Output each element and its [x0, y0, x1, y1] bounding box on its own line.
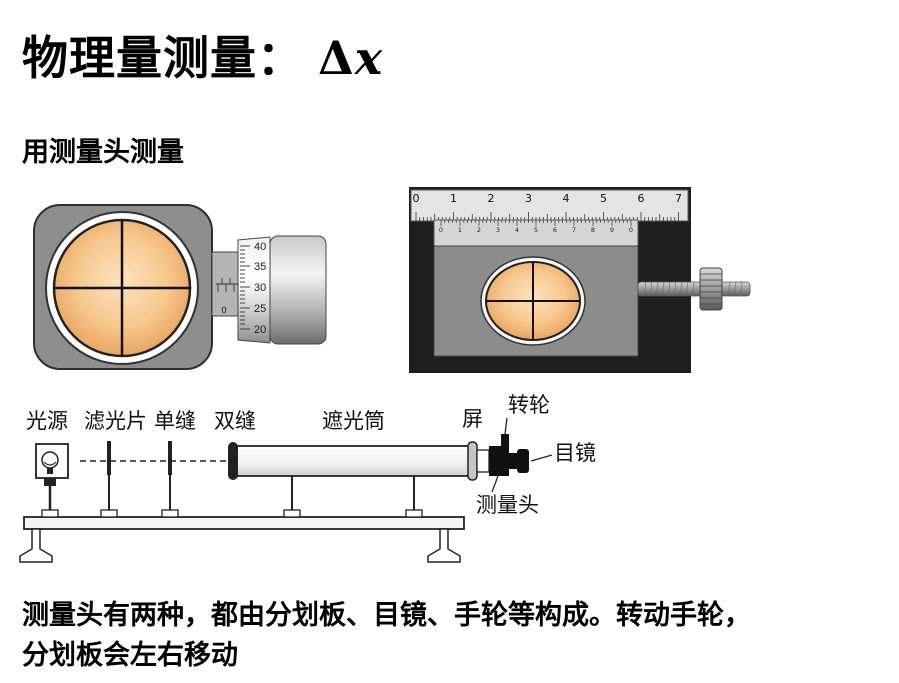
micrometer-scale-label: 20 — [254, 324, 266, 336]
vernier-head: 0 1 2 3 4 5 6 7 0 1 2 3 4 5 6 7 8 9 0 — [409, 187, 751, 373]
main-scale-label: 2 — [488, 192, 495, 205]
double-slit-element — [228, 442, 238, 480]
label-eyepiece: 目镜 — [554, 441, 596, 465]
micrometer-knob[interactable] — [269, 235, 327, 345]
vernier-scale-label: 7 — [572, 226, 576, 234]
micrometer-head: 0 40 35 30 25 20 — [33, 204, 327, 370]
micrometer-scale-label: 30 — [254, 282, 266, 294]
vernier-scale-label: 3 — [496, 226, 500, 234]
single-slit-element — [168, 441, 172, 475]
delta-x-symbol: Δx — [318, 31, 384, 85]
description-text: 测量头有两种，都由分划板、目镜、手轮等构成。转动手轮， 分划板会左右移动 — [22, 596, 882, 676]
vernier-scale-label: 2 — [477, 226, 481, 234]
optical-bench — [19, 417, 553, 563]
label-light-source: 光源 — [26, 409, 68, 433]
vernier-scale-label: 1 — [458, 226, 462, 234]
handwheel-leader — [504, 417, 508, 435]
vernier-scale-label: 5 — [534, 226, 538, 234]
main-scale-label: 4 — [563, 192, 570, 205]
label-hood: 遮光筒 — [322, 409, 385, 433]
light-hood-tube — [233, 445, 473, 477]
micrometer-scale-label: 35 — [254, 261, 266, 273]
section-subtitle: 用测量头测量 — [22, 137, 184, 168]
label-handwheel: 转轮 — [508, 393, 550, 417]
bench-foot-left — [19, 528, 53, 563]
label-double-slit: 双缝 — [214, 409, 256, 433]
vernier-scale-label: 0 — [439, 226, 443, 234]
label-measuring-head: 测量头 — [476, 493, 539, 517]
main-scale-label: 3 — [525, 192, 532, 205]
label-screen: 屏 — [462, 407, 483, 431]
main-scale-label: 0 — [413, 192, 420, 205]
vernier-scale-label: 6 — [553, 226, 557, 234]
label-filter: 滤光片 — [84, 409, 147, 433]
vernier-scale-label: 9 — [610, 226, 614, 234]
micrometer-scale-label: 40 — [254, 241, 266, 253]
description-line: 分划板会左右移动 — [22, 640, 238, 671]
filter-element — [107, 441, 111, 475]
handwheel-knob[interactable] — [501, 434, 509, 446]
micrometer-zero-label: 0 — [221, 306, 227, 316]
description-line: 测量头有两种，都由分划板、目镜、手轮等构成。转动手轮， — [22, 600, 751, 631]
vernier-handwheel[interactable] — [699, 267, 723, 311]
head-leader — [491, 475, 499, 493]
eyepiece-element — [517, 449, 529, 473]
vernier-scale-label: 0 — [629, 226, 633, 234]
main-scale-label: 1 — [450, 192, 457, 205]
measuring-head — [489, 446, 509, 476]
main-scale-label: 6 — [638, 192, 645, 205]
page-title: 物理量测量： Δx — [22, 22, 383, 88]
bench-rail — [23, 516, 465, 530]
title-text: 物理量测量： — [22, 31, 304, 85]
label-single-slit: 单缝 — [154, 409, 196, 433]
eyepiece-leader — [530, 454, 553, 462]
light-source-holder — [44, 478, 56, 486]
main-scale-label: 5 — [600, 192, 607, 205]
screen-element — [467, 441, 478, 481]
micrometer-thimble — [237, 236, 271, 344]
main-scale-label: 7 — [675, 192, 682, 205]
bench-foot-right — [427, 528, 461, 563]
vernier-scale-label: 8 — [591, 226, 595, 234]
vernier-scale-label: 4 — [515, 226, 519, 234]
micrometer-scale-label: 25 — [254, 303, 266, 315]
